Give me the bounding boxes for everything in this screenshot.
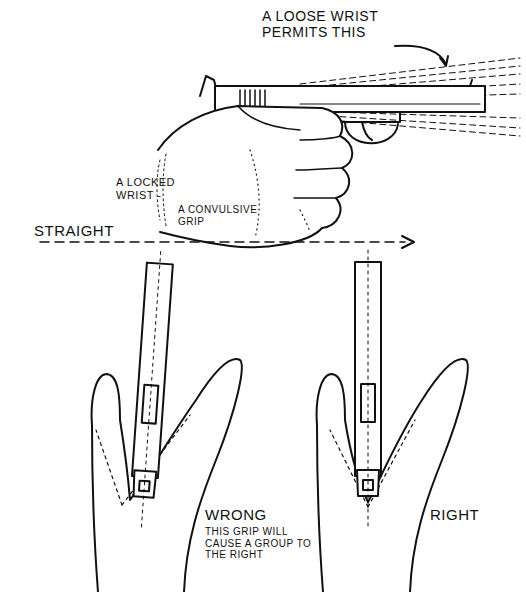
callout-arrow	[395, 46, 446, 64]
verdict-label: RIGHT	[430, 506, 520, 523]
straight-arrow	[40, 241, 405, 243]
callout-arrowhead	[440, 56, 448, 66]
callout-label: A LOCKED WRIST -	[116, 176, 194, 201]
callout-label: A CONVULSIVE GRIP	[178, 204, 274, 227]
verdict-label: WRONG	[205, 506, 305, 523]
direction-label: STRAIGHT	[34, 222, 154, 239]
gripping-hand	[157, 106, 352, 247]
note-text: THIS GRIP WILL CAUSE A GROUP TO THE RIGH…	[205, 526, 315, 561]
arrowhead	[402, 236, 414, 248]
callout-label: A LOOSE WRIST PERMITS THIS	[262, 8, 432, 40]
hand-top-right	[317, 250, 468, 592]
